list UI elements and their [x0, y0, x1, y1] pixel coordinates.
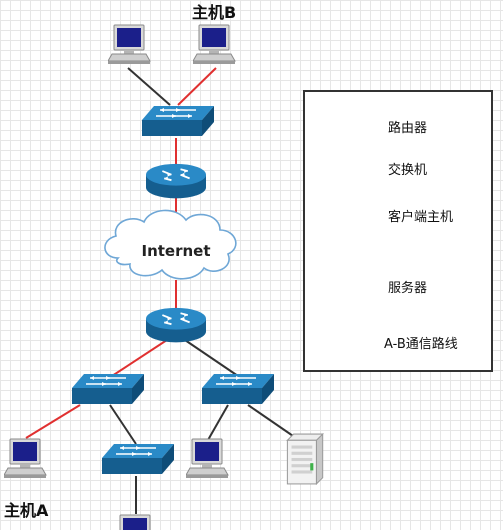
- link-router-bottom-switch-right: [181, 337, 239, 377]
- client-pc-bottom: [114, 514, 157, 530]
- host-b-label: 主机B: [192, 3, 237, 22]
- link-switch-right-pc: [207, 404, 229, 441]
- switch-right: [201, 373, 275, 405]
- legend-router-label: 路由器: [388, 121, 428, 136]
- switch-left: [71, 373, 145, 405]
- link-pc1-switch-top: [127, 67, 171, 106]
- legend-server-label: 服务器: [388, 281, 428, 296]
- switch-top: [141, 105, 215, 137]
- server-bottom: [286, 433, 324, 485]
- host-a-pc: [4, 438, 47, 479]
- path-router-bottom-switch-left: [111, 337, 171, 377]
- link-switch-left-switch-low: [109, 404, 137, 445]
- links: [25, 67, 297, 514]
- legend-ab-path-label: A-B通信路线: [384, 337, 458, 352]
- router-top: [145, 162, 207, 200]
- legend-switch-label: 交换机: [388, 163, 428, 178]
- link-switch-right-server: [247, 404, 297, 439]
- path-switch-left-hosta: [25, 404, 81, 439]
- client-pc-bottom-right: [186, 438, 229, 479]
- switch-low: [101, 443, 175, 475]
- host-b-pc: [193, 24, 236, 65]
- internet-cloud: Internet: [104, 209, 237, 280]
- host-a-label: 主机A: [4, 501, 49, 520]
- internet-label: Internet: [141, 242, 210, 260]
- legend-box: 路由器 交换机 客户端主机 服务器 A-B通信路线: [303, 90, 493, 372]
- router-bottom: [145, 306, 207, 344]
- path-hostb-switch-top: [177, 67, 217, 106]
- client-pc-top-left: [108, 24, 151, 65]
- legend-client-host-label: 客户端主机: [388, 210, 454, 225]
